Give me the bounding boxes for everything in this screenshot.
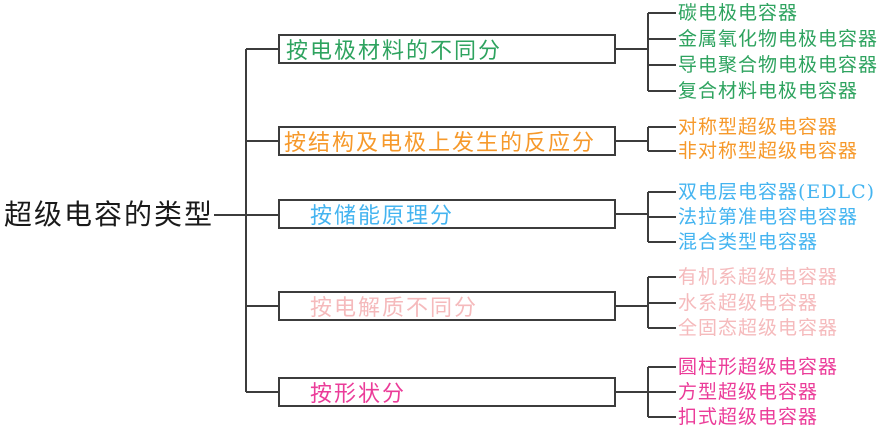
leaf-item: 有机系超级电容器 [678,266,839,288]
leaf-item: 扣式超级电容器 [678,406,819,428]
branch-box-shape: 按形状分 [278,377,616,407]
leaf-item: 混合类型电容器 [678,231,819,253]
leaf-item: 圆柱形超级电容器 [678,356,839,378]
leaf-item: 全固态超级电容器 [678,317,839,339]
leaf-item: 碳电极电容器 [678,2,799,24]
branch-box-energy-storage-principle: 按储能原理分 [278,199,616,229]
branch-box-electrode-material: 按电极材料的不同分 [278,34,616,64]
branch-label: 按电解质不同分 [310,296,479,321]
branch-box-electrolyte: 按电解质不同分 [278,291,616,321]
leaf-item: 水系超级电容器 [678,292,819,314]
branch-label: 按储能原理分 [310,204,455,229]
leaf-item: 法拉第准电容电容器 [678,206,859,228]
branch-box-structure-reaction: 按结构及电极上发生的反应分 [278,126,616,156]
leaf-item: 复合材料电极电容器 [678,80,859,102]
leaf-item: 非对称型超级电容器 [678,140,859,162]
branch-label: 按结构及电极上发生的反应分 [284,131,597,156]
leaf-item: 方型超级电容器 [678,381,819,403]
leaf-item: 双电层电容器(EDLC) [678,181,876,203]
leaf-item: 导电聚合物电极电容器 [678,54,879,76]
leaf-item: 对称型超级电容器 [678,116,839,138]
root-label: 超级电容的类型 [4,198,215,232]
branch-label: 按形状分 [310,382,407,407]
leaf-item: 金属氧化物电极电容器 [678,28,879,50]
branch-label: 按电极材料的不同分 [286,39,503,64]
